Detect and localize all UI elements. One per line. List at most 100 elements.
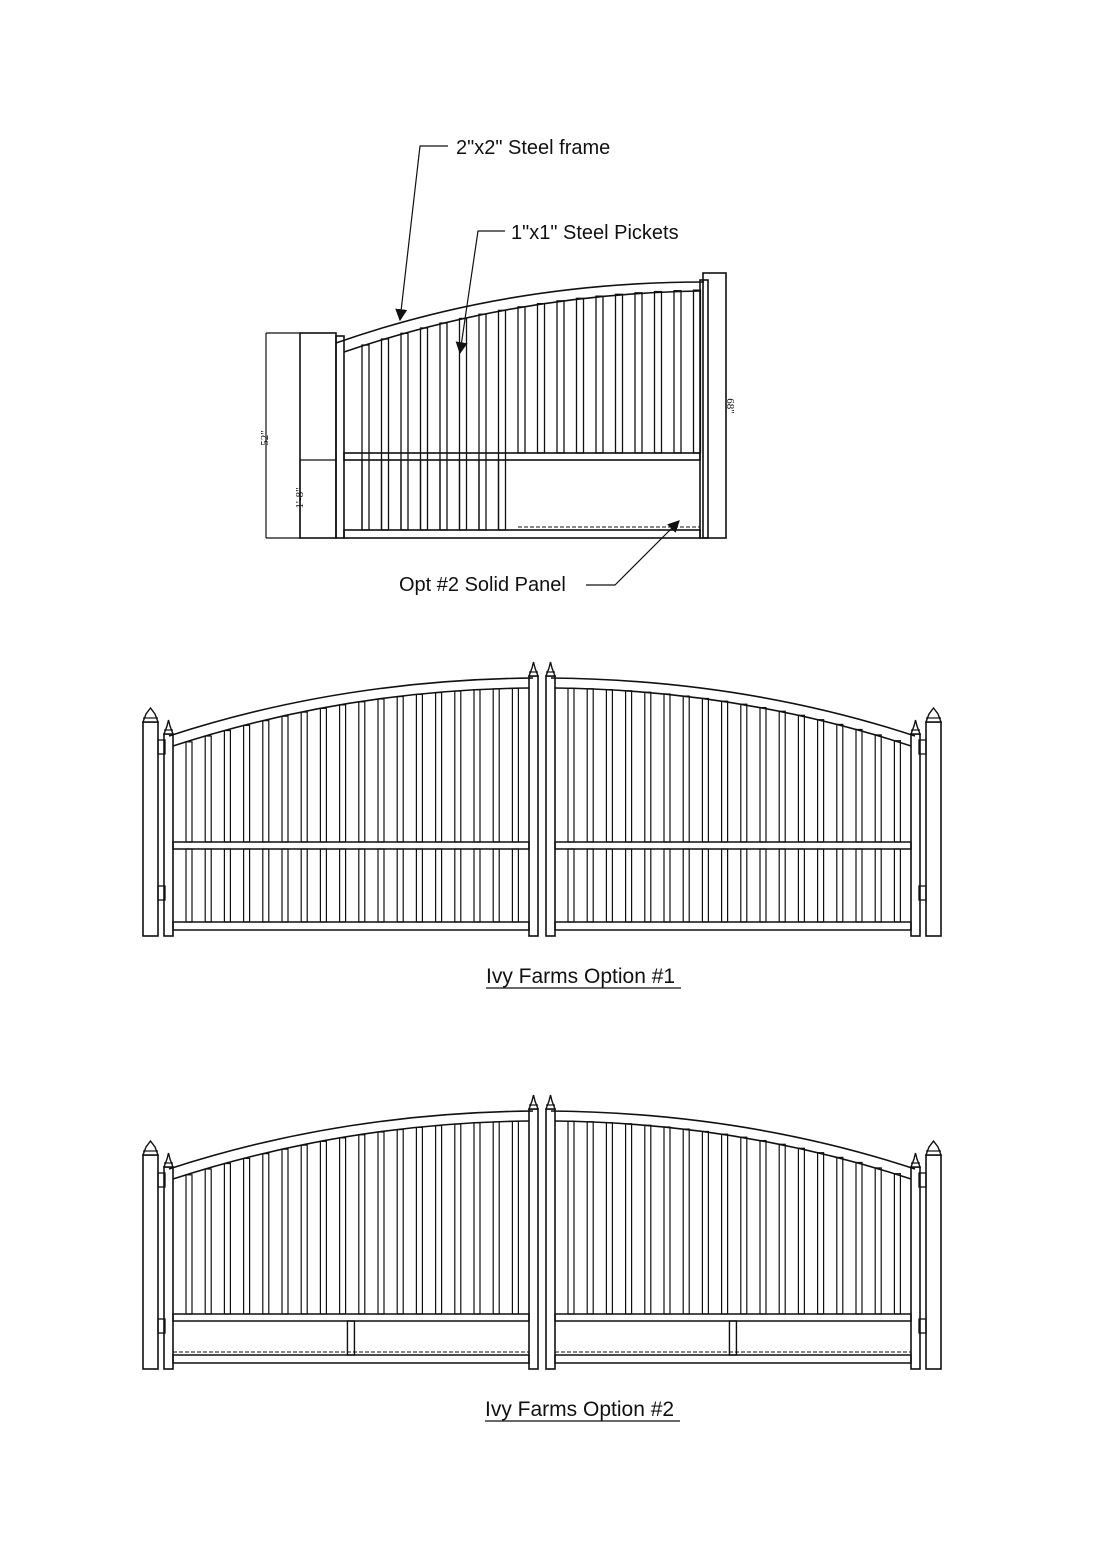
- picket: [339, 1137, 347, 1315]
- picket: [740, 703, 748, 843]
- picket-lower: [893, 848, 902, 923]
- picket: [415, 1126, 423, 1315]
- solid-panel-callout: Opt #2 Solid Panel: [399, 574, 566, 596]
- picket: [396, 1128, 404, 1315]
- picket-lower: [836, 848, 844, 923]
- picket: [300, 1144, 308, 1315]
- picket: [816, 1152, 825, 1315]
- picket: [262, 720, 270, 843]
- picket: [458, 317, 468, 531]
- left-hinge: [157, 739, 166, 755]
- picket: [185, 741, 193, 843]
- picket: [644, 691, 652, 843]
- picket: [634, 292, 643, 454]
- picket: [435, 1124, 443, 1315]
- left-leaf-mid-rail: [172, 841, 530, 850]
- picket-lower: [644, 848, 652, 923]
- picket: [415, 693, 423, 843]
- left-end-post: [142, 721, 159, 937]
- picket-lower: [720, 848, 729, 923]
- pickets-callout: 1"x1" Steel Pickets: [511, 222, 679, 244]
- picket: [185, 1174, 193, 1315]
- picket: [223, 1162, 231, 1315]
- pickets-leader: [455, 230, 505, 355]
- picket: [396, 695, 404, 843]
- right-end-post: [925, 1154, 942, 1370]
- picket-lower: [682, 848, 690, 923]
- picket: [567, 1120, 575, 1315]
- right-post: [702, 272, 727, 539]
- picket-lower: [339, 848, 347, 923]
- picket: [586, 688, 594, 843]
- picket: [478, 313, 487, 531]
- bottom-rail: [343, 529, 701, 539]
- picket: [778, 710, 786, 843]
- picket: [204, 1168, 212, 1315]
- picket-lower: [874, 848, 882, 923]
- picket: [204, 735, 212, 843]
- option1-double-gate: [141, 661, 943, 937]
- picket: [663, 693, 671, 843]
- dim-left-52-text: 52": [259, 430, 271, 446]
- picket: [595, 295, 604, 454]
- mid-rail: [343, 452, 701, 461]
- right-end-post-cap: [924, 706, 943, 723]
- left-end-post: [142, 1154, 159, 1370]
- right-leaf-arch-inner: [554, 1120, 912, 1180]
- picket: [759, 706, 767, 843]
- picket: [720, 1133, 729, 1315]
- right-leaf-mid-rail: [554, 841, 912, 850]
- picket: [517, 306, 526, 454]
- picket-lower: [778, 848, 786, 923]
- left-hinge: [157, 1318, 166, 1334]
- left-leaf-panel-divider: [346, 1320, 356, 1356]
- picket-lower: [281, 848, 289, 923]
- left-end-post-cap: [141, 706, 160, 723]
- picket-lower: [435, 848, 443, 923]
- picket-lower: [586, 848, 594, 923]
- left-leaf-arch-inner: [172, 687, 530, 747]
- picket: [536, 303, 546, 454]
- left-end-post-cap: [141, 1139, 160, 1156]
- solid-panel-leader: [586, 520, 680, 586]
- picket-lower: [473, 848, 481, 923]
- picket: [624, 690, 633, 843]
- left-leaf-bottom-rail: [172, 1354, 530, 1364]
- picket: [567, 687, 575, 843]
- right-hinge: [918, 1318, 927, 1334]
- picket-lower: [492, 848, 500, 923]
- picket-lower: [740, 848, 748, 923]
- right-leaf-center-stile-cap: [544, 661, 557, 677]
- right-end-post: [925, 721, 942, 937]
- picket: [673, 290, 682, 454]
- picket: [836, 1156, 844, 1315]
- right-stile: [699, 279, 709, 539]
- left-stile: [335, 335, 345, 539]
- left-hinge: [157, 1172, 166, 1188]
- picket: [836, 723, 844, 843]
- picket: [682, 695, 690, 843]
- picket: [380, 338, 390, 531]
- arched-top-rail: [335, 281, 705, 344]
- picket-lower: [243, 848, 251, 923]
- picket: [701, 1130, 710, 1315]
- picket: [361, 344, 370, 531]
- left-leaf-arch-outer: [168, 677, 534, 737]
- right-hinge: [918, 739, 927, 755]
- picket-lower: [511, 848, 520, 923]
- picket: [874, 734, 882, 843]
- picket: [377, 698, 385, 843]
- picket: [855, 728, 863, 843]
- picket: [682, 1128, 690, 1315]
- picket: [454, 1123, 462, 1315]
- left-leaf-hinge-stile-cap: [162, 1152, 175, 1168]
- picket-lower: [797, 848, 806, 923]
- picket: [319, 707, 327, 843]
- option2-double-gate: [141, 1094, 943, 1370]
- left-leaf-center-stile-cap: [527, 1094, 540, 1110]
- right-leaf-center-stile: [545, 1108, 556, 1370]
- picket: [223, 729, 231, 843]
- picket-lower: [454, 848, 462, 923]
- steel-pickets: [361, 289, 702, 531]
